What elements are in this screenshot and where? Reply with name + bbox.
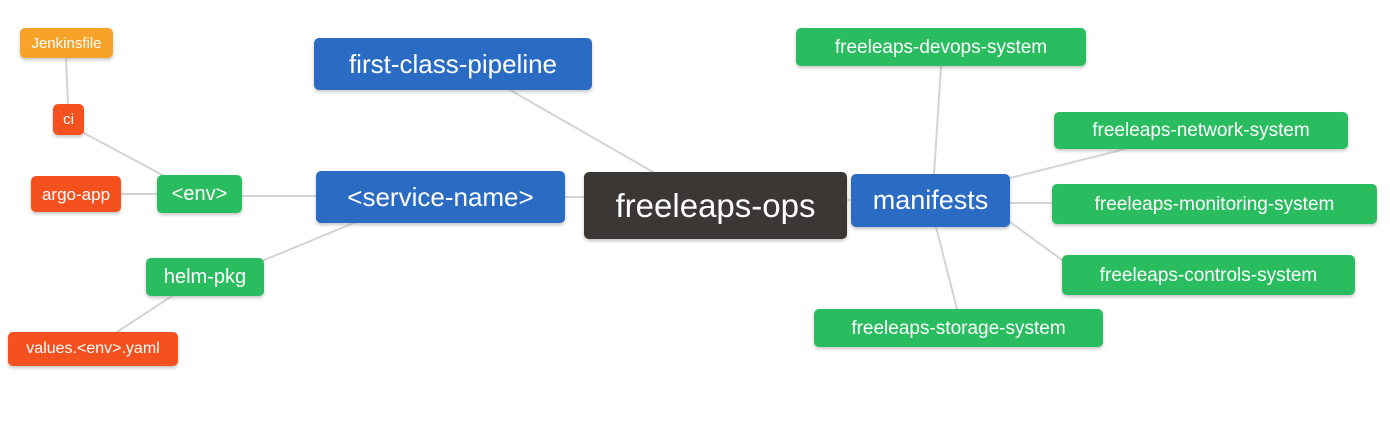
edge-manifests-to-freeleaps-storage-system bbox=[935, 226, 958, 310]
edge-manifests-to-freeleaps-devops-system bbox=[933, 65, 942, 175]
node-values-env-yaml[interactable]: values.<env>.yaml bbox=[8, 332, 178, 366]
node-jenkinsfile[interactable]: Jenkinsfile bbox=[20, 28, 113, 58]
node-service-name[interactable]: <service-name> bbox=[316, 171, 565, 223]
node-freeleaps-ops[interactable]: freeleaps-ops bbox=[584, 172, 847, 239]
edge-first-class-pipeline-to-freeleaps-ops bbox=[509, 89, 654, 173]
edge-manifests-to-freeleaps-network-system bbox=[1009, 148, 1126, 179]
node-freeleaps-network-system[interactable]: freeleaps-network-system bbox=[1054, 112, 1348, 149]
edge-ci-to-env bbox=[81, 131, 169, 179]
edge-jenkinsfile-to-ci bbox=[65, 57, 69, 105]
node-freeleaps-controls-system[interactable]: freeleaps-controls-system bbox=[1062, 255, 1355, 295]
node-freeleaps-storage-system[interactable]: freeleaps-storage-system bbox=[814, 309, 1103, 347]
edge-manifests-to-freeleaps-controls-system bbox=[1009, 221, 1063, 261]
node-freeleaps-monitoring-system[interactable]: freeleaps-monitoring-system bbox=[1052, 184, 1377, 224]
edge-values-env-yaml-to-helm-pkg bbox=[116, 295, 173, 333]
node-helm-pkg[interactable]: helm-pkg bbox=[146, 258, 264, 296]
edge-helm-pkg-to-service-name bbox=[261, 221, 357, 262]
node-manifests[interactable]: manifests bbox=[851, 174, 1010, 227]
node-env[interactable]: <env> bbox=[157, 175, 242, 213]
node-ci[interactable]: ci bbox=[53, 104, 84, 135]
node-first-class-pipeline[interactable]: first-class-pipeline bbox=[314, 38, 592, 90]
node-argo-app[interactable]: argo-app bbox=[31, 176, 121, 212]
node-freeleaps-devops-system[interactable]: freeleaps-devops-system bbox=[796, 28, 1086, 66]
